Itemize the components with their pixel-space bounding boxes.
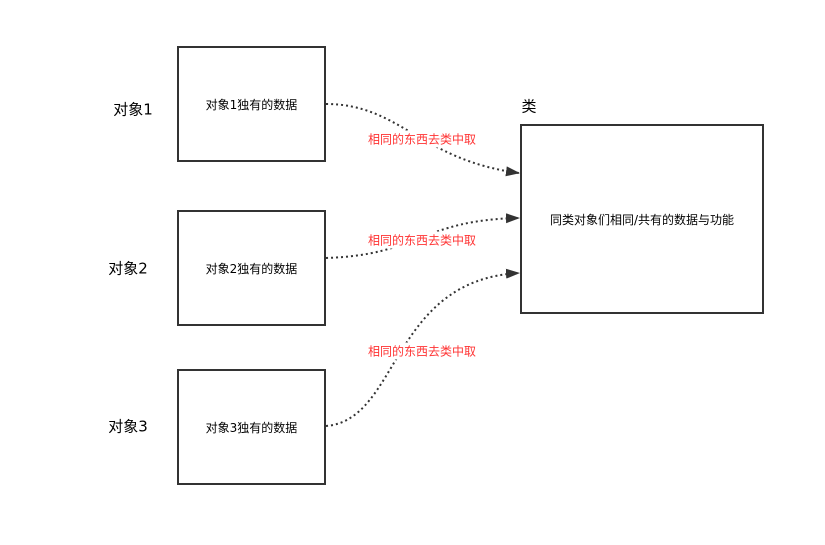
object3-box: 对象3独有的数据 <box>177 369 326 485</box>
edge3-label: 相同的东西去类中取 <box>366 342 478 360</box>
object3-label: 对象3 <box>108 417 148 436</box>
class-box: 同类对象们相同/共有的数据与功能 <box>520 124 764 314</box>
object2-label: 对象2 <box>108 259 148 278</box>
object1-box: 对象1独有的数据 <box>177 46 326 162</box>
object1-label: 对象1 <box>113 100 153 119</box>
edge2-label: 相同的东西去类中取 <box>366 231 478 249</box>
edge-object2-to-class <box>325 213 520 259</box>
edge-object1-to-class <box>325 103 520 177</box>
edge1-label: 相同的东西去类中取 <box>366 130 478 148</box>
object2-box: 对象2独有的数据 <box>177 210 326 326</box>
class-label: 类 <box>521 97 537 116</box>
